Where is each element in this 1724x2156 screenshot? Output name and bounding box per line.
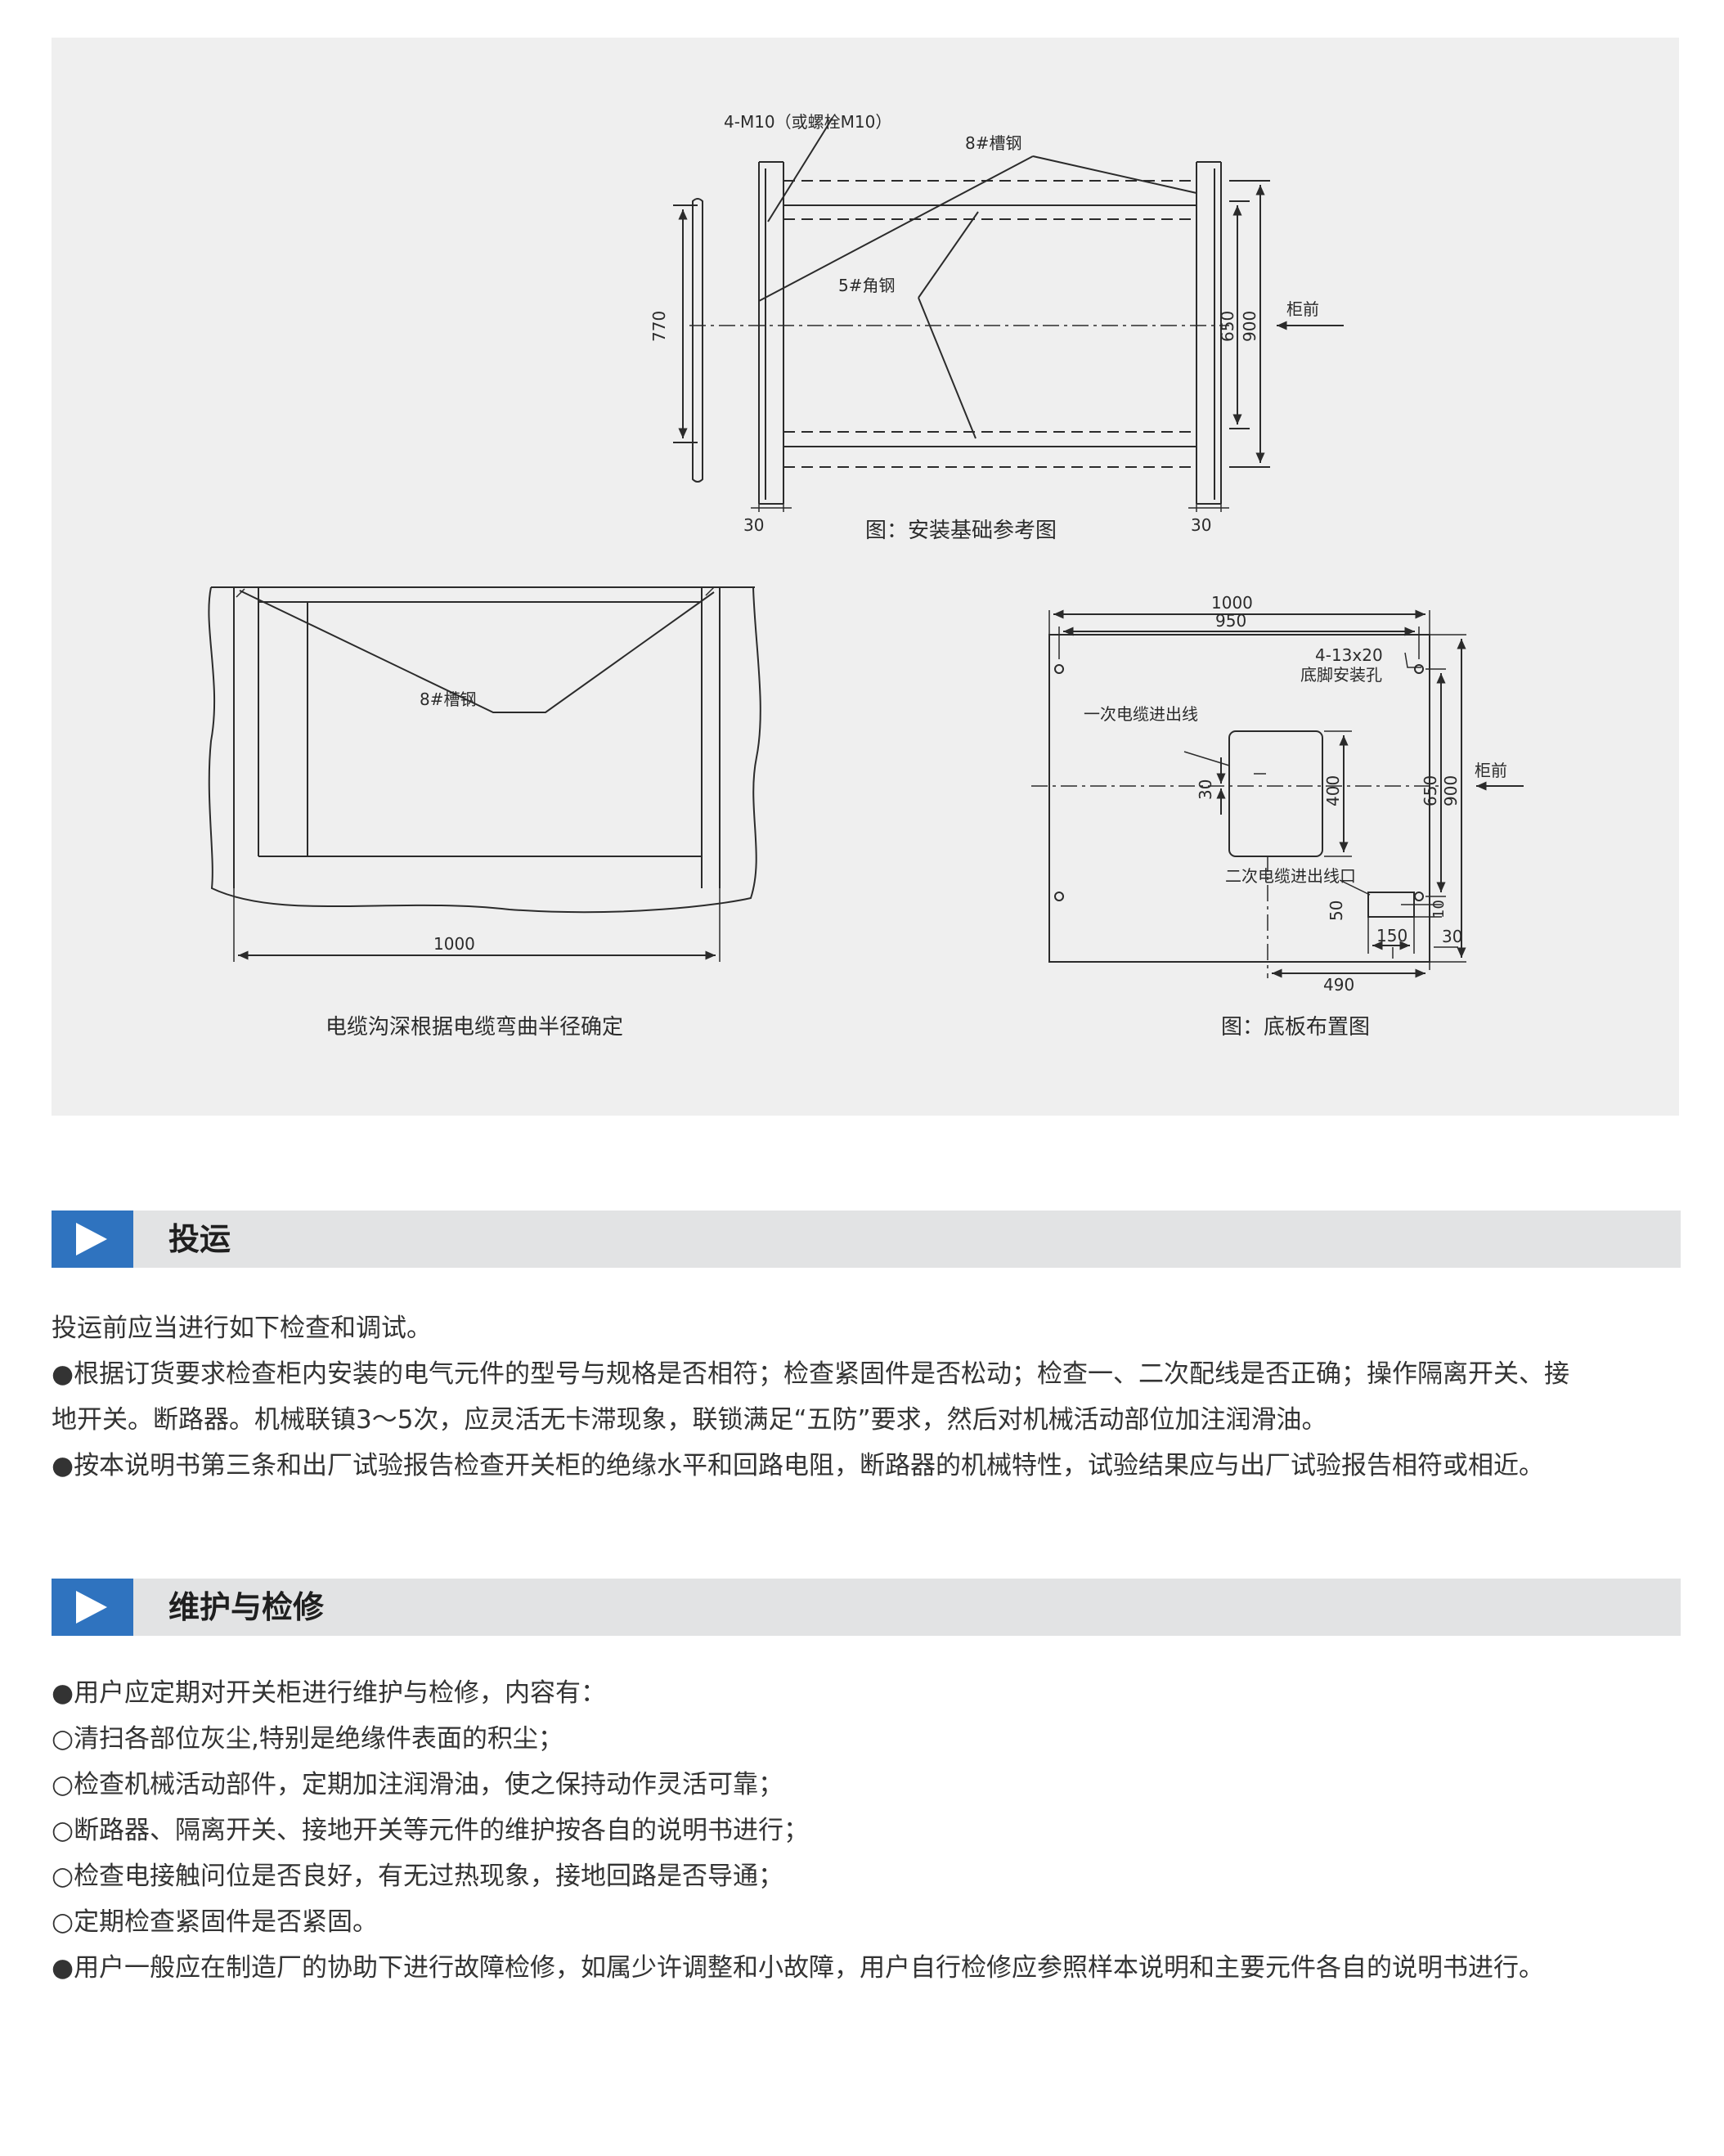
bullet-marker: ● (52, 1953, 74, 1983)
plate-dim-150: 150 (1376, 926, 1407, 945)
right-channel (1196, 161, 1222, 505)
list-item-text: 用户应定期对开关柜进行维护与检修，内容有： (74, 1678, 607, 1708)
dim-30-right: 30 (1191, 515, 1211, 535)
plate-dim-950: 950 (1215, 611, 1246, 631)
install-base-caption: 图：安装基础参考图 (865, 519, 1057, 543)
commissioning-body: 投运前应当进行如下检查和调试。 ●根据订货要求检查柜内安装的电气元件的型号与规格… (52, 1305, 1679, 1489)
figure-panel: 4-M10（或螺栓M10） 8#槽钢 5#角钢 柜前 770 650 900 3… (52, 38, 1679, 1116)
bullet-marker: ● (52, 1359, 74, 1389)
channel-label-top: 8#槽钢 (965, 133, 1021, 153)
plate-dim-490: 490 (1323, 975, 1354, 995)
maintenance-header: 维护与检修 (52, 1579, 1681, 1636)
hole-label: 底脚安装孔 (1300, 665, 1382, 685)
bullet-marker: ● (52, 1678, 74, 1708)
list-item-text: 用户一般应在制造厂的协助下进行故障检修，如属少许调整和小故障，用户自行检修应参照… (74, 1953, 1545, 1983)
dim-900-a: 900 (1240, 311, 1259, 342)
secondary-cable-label: 二次电缆进出线口 (1225, 866, 1356, 886)
front-label-1: 柜前 (1286, 299, 1319, 319)
maintenance-title: 维护与检修 (168, 1589, 325, 1625)
play-icon-box (52, 1579, 133, 1636)
bullet-marker: ○ (52, 1907, 74, 1937)
list-item-text: 定期检查紧固件是否紧固。 (74, 1907, 379, 1937)
play-icon (76, 1591, 107, 1624)
commissioning-intro: 投运前应当进行如下检查和调试。 (52, 1314, 432, 1343)
bullet-marker: ○ (52, 1816, 74, 1845)
plate-dim-900: 900 (1441, 775, 1461, 806)
list-item-text: 断路器、隔离开关、接地开关等元件的维护按各自的说明书进行； (74, 1816, 810, 1845)
list-item: ●根据订货要求检查柜内安装的电气元件的型号与规格是否相符；检查紧固件是否松动；检… (52, 1351, 1679, 1397)
dim-770: 770 (649, 311, 669, 342)
plate-dim-50: 50 (1327, 901, 1346, 921)
play-icon-box (52, 1211, 133, 1268)
list-item: ○断路器、隔离开关、接地开关等元件的维护按各自的说明书进行； (52, 1808, 1679, 1853)
list-item: ●用户应定期对开关柜进行维护与检修，内容有： (52, 1670, 1679, 1716)
base-plate-drawing: 1000 950 4-13x20 底脚安装孔 一次电缆进出线 二次电缆进出线口 … (1031, 593, 1524, 1040)
list-item: ●按本说明书第三条和出厂试验报告检查开关柜的绝缘水平和回路电阻，断路器的机械特性… (52, 1443, 1679, 1489)
list-item: ○清扫各部位灰尘,特别是绝缘件表面的积尘； (52, 1716, 1679, 1762)
trench-caption: 电缆沟深根据电缆弯曲半径确定 (325, 1015, 623, 1040)
list-item-continuation: 地开关。断路器。机械联镇3～5次，应灵活无卡滞现象，联锁满足“五防”要求，然后对… (52, 1405, 1327, 1435)
left-channel (758, 161, 784, 505)
trench-channel-leader (239, 590, 715, 713)
install-base-drawing: 4-M10（或螺栓M10） 8#槽钢 5#角钢 柜前 770 650 900 3… (649, 112, 1344, 543)
list-item: ○检查电接触问位是否良好，有无过热现象，接地回路是否导通； (52, 1853, 1679, 1899)
trench-frame (233, 587, 721, 888)
maintenance-body: ●用户应定期对开关柜进行维护与检修，内容有： ○清扫各部位灰尘,特别是绝缘件表面… (52, 1670, 1679, 1991)
list-item-text: 检查机械活动部件，定期加注润滑油，使之保持动作灵活可靠； (74, 1770, 784, 1799)
trench-drawing: 8#槽钢 1000 电缆沟深根据电缆弯曲半径确定 (208, 586, 761, 1040)
list-item-text: 根据订货要求检查柜内安装的电气元件的型号与规格是否相符；检查紧固件是否松动；检查… (74, 1359, 1570, 1389)
angle-label: 5#角钢 (838, 276, 895, 295)
play-icon (76, 1223, 107, 1255)
list-item-text: 检查电接触问位是否良好，有无过热现象，接地回路是否导通； (74, 1862, 784, 1891)
plate-dim-1000: 1000 (1211, 593, 1253, 613)
technical-drawings: 4-M10（或螺栓M10） 8#槽钢 5#角钢 柜前 770 650 900 3… (208, 112, 1524, 1040)
plate-dim-400: 400 (1323, 775, 1343, 806)
hole-spec-label: 4-13x20 (1315, 645, 1383, 665)
bullet-marker: ○ (52, 1862, 74, 1891)
front-label-2: 柜前 (1475, 761, 1507, 780)
left-rail (692, 198, 703, 483)
list-item: ○定期检查紧固件是否紧固。 (52, 1899, 1679, 1945)
bullet-marker: ○ (52, 1724, 74, 1754)
commissioning-title: 投运 (168, 1221, 231, 1257)
list-item-text: 按本说明书第三条和出厂试验报告检查开关柜的绝缘水平和回路电阻，断路器的机械特性，… (74, 1451, 1545, 1480)
dim-30-left: 30 (743, 515, 764, 535)
plate-dim-30-bottom: 30 (1442, 927, 1462, 946)
list-item: ●用户一般应在制造厂的协助下进行故障检修，如属少许调整和小故障，用户自行检修应参… (52, 1945, 1679, 1991)
primary-cable-opening (1228, 730, 1323, 857)
primary-cable-label: 一次电缆进出线 (1084, 704, 1198, 724)
trench-dim-1000: 1000 (433, 934, 475, 954)
plate-dim-10: 10 (1430, 900, 1448, 919)
list-item-text: 清扫各部位灰尘,特别是绝缘件表面的积尘； (74, 1724, 563, 1754)
list-item: ○检查机械活动部件，定期加注润滑油，使之保持动作灵活可靠； (52, 1762, 1679, 1808)
trench-outline (208, 586, 761, 914)
bolt-label: 4-M10（或螺栓M10） (724, 112, 891, 132)
base-plate-caption: 图：底板布置图 (1221, 1015, 1370, 1040)
bullet-marker: ○ (52, 1770, 74, 1799)
trench-channel-label: 8#槽钢 (420, 689, 476, 709)
commissioning-header: 投运 (52, 1211, 1681, 1268)
bullet-marker: ● (52, 1451, 74, 1480)
plate-dim-30: 30 (1196, 779, 1215, 800)
plate-dim-650: 650 (1421, 775, 1440, 806)
dim-650-a: 650 (1218, 311, 1237, 342)
